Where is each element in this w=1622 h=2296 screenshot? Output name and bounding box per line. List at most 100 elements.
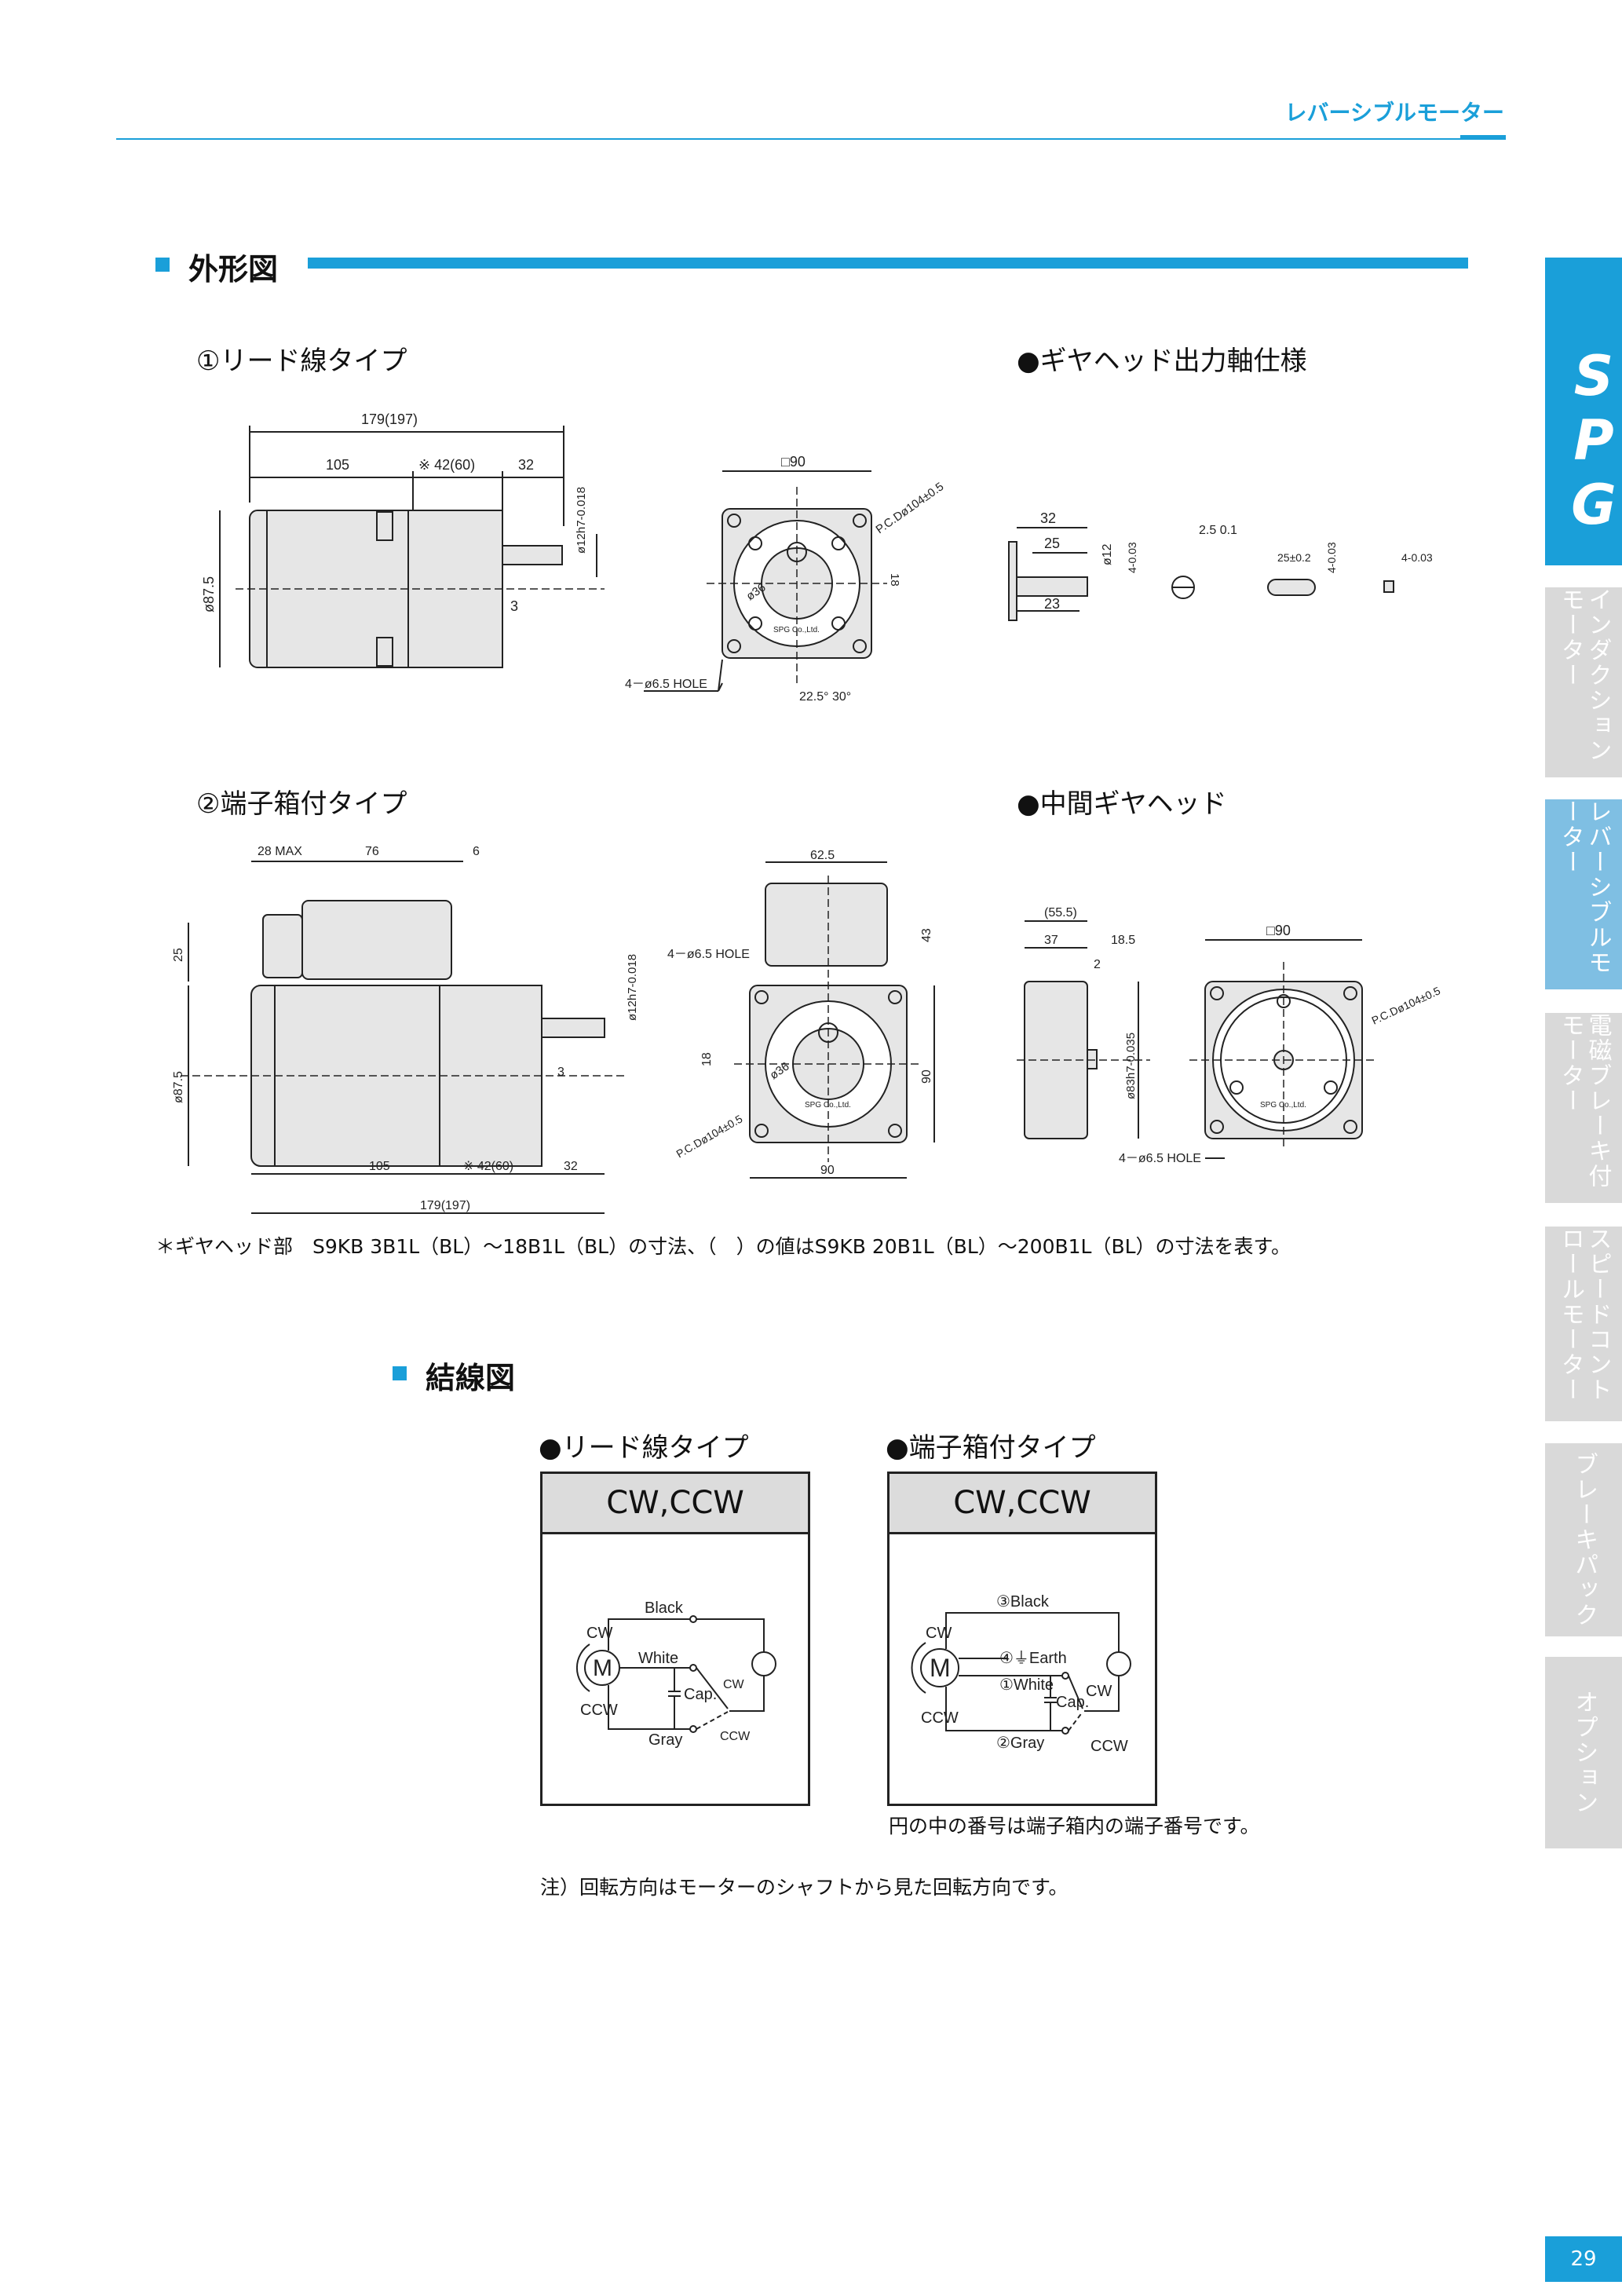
header-accent	[1460, 135, 1506, 140]
wiring-terminal-box-title: CW,CCW	[890, 1474, 1155, 1534]
middle-gear-label: ●中間ギヤヘッド	[1017, 788, 1227, 820]
lead-type-front-drawing: □90 P.C.Dø104±0.5 ø36 18 4－ø6.5 HOLE 22.…	[625, 455, 947, 704]
wiring-lead-box: CW,CCW Black White Gray CW CCW Cap. CW C…	[540, 1472, 810, 1806]
dim-tf-90v: 90	[920, 1069, 933, 1084]
dim-shaft-25: 25	[1044, 536, 1060, 551]
dim-lead-105: 105	[326, 457, 349, 473]
dim-mg-hole: 4－ø6.5 HOLE	[1119, 1152, 1201, 1165]
dim-tf-18: 18	[700, 1052, 714, 1066]
section-marker	[155, 258, 170, 272]
wiring-lead-cw: CW	[586, 1625, 612, 1642]
dim-tf-90h: 90	[820, 1164, 835, 1177]
wiring-lead-diagram: Black White Gray CW CCW Cap. CW CCW M	[575, 1600, 776, 1749]
terminal-type-label: ②端子箱付タイプ	[196, 788, 407, 820]
dim-mg-555: (55.5)	[1044, 906, 1077, 919]
dim-key-25: 25±0.2	[1277, 551, 1311, 564]
side-tab-induction[interactable]: インダクションモーター	[1545, 587, 1622, 777]
dim-lead-dia: ø87.5	[201, 576, 217, 612]
middle-gear-drawing: (55.5) 37 18.5 2 ø83h7-0.035 □90 P.C.Dø1…	[1017, 906, 1443, 1165]
dim-term-76: 76	[365, 845, 379, 858]
dim-tf-pcd: P.C.Dø104±0.5	[674, 1112, 745, 1160]
dim-term-3: 3	[557, 1066, 564, 1079]
wiring-lead-gray: Gray	[648, 1731, 682, 1749]
wiring-lead-ccw: CCW	[580, 1702, 618, 1719]
dim-key-4: 4-0.03	[1325, 542, 1338, 573]
dim-mg-2: 2	[1094, 958, 1101, 971]
dim-shaft-23: 23	[1044, 596, 1060, 612]
dim-front-18: 18	[888, 573, 901, 587]
wiring-term-white: ①White	[999, 1676, 1054, 1694]
wiring-terminal-label: ●端子箱付タイプ	[886, 1432, 1096, 1464]
dim-term-6: 6	[473, 845, 480, 858]
dim-term-25: 25	[172, 948, 185, 962]
dim-lead-32: 32	[518, 457, 534, 473]
dim-tf-43: 43	[920, 928, 933, 942]
dim-front-pcd: P.C.Dø104±0.5	[874, 480, 947, 536]
wiring-lead-motor: M	[593, 1655, 612, 1681]
dim-lead-shaft: ø12h7-0.018	[575, 487, 588, 554]
dim-shaft-32: 32	[1040, 510, 1056, 526]
dim-mg-83: ø83h7-0.035	[1124, 1033, 1138, 1099]
header-rule	[116, 138, 1506, 140]
page-number: 29	[1545, 2236, 1622, 2282]
mg-maker: SPG Co.,Ltd.	[1260, 1101, 1306, 1110]
dim-term-shaft: ø12h7-0.018	[626, 954, 639, 1021]
dim-lead-42: ※ 42(60)	[418, 457, 475, 473]
side-tab-brake-pack[interactable]: ブレーキパック	[1545, 1443, 1622, 1636]
tf-maker: SPG Co.,Ltd.	[805, 1101, 851, 1110]
wiring-lead-box-title: CW,CCW	[542, 1474, 808, 1534]
dim-shaft-4: 4-0.03	[1126, 542, 1138, 573]
lead-type-label: ①リード線タイプ	[196, 345, 407, 377]
dim-front-sq: □90	[781, 455, 806, 470]
dim-shaft-25b: 2.5 0.1	[1199, 524, 1237, 537]
dim-mg-37: 37	[1044, 934, 1058, 947]
section-title-outline: 外形図	[188, 252, 279, 287]
dim-tf-hole: 4－ø6.5 HOLE	[667, 948, 750, 961]
terminal-type-side-drawing: 28 MAX 76 6 25 ø87.5 ø12h7-0.018 3 105 ※…	[172, 845, 639, 1214]
wiring-term-cap: Cap.	[1056, 1694, 1089, 1711]
lead-type-side-drawing: 179(197) 105 ※ 42(60) 32 ø12h7-0.018 ø87…	[201, 411, 605, 668]
wiring-lead-cw2: CW	[723, 1678, 745, 1691]
dim-term-dia: ø87.5	[172, 1071, 185, 1103]
wiring-lead-black: Black	[645, 1600, 684, 1617]
wiring-term-gray: ②Gray	[996, 1735, 1044, 1752]
wiring-terminal-diagram: ③Black ④⏚Earth ①White ②Gray CW CCW Cap. …	[911, 1593, 1131, 1755]
wiring-term-ccw: CCW	[921, 1709, 959, 1727]
dim-front-angle: 22.5° 30°	[799, 690, 851, 704]
gear-shaft-spec-drawing: 32 25 23 ø12 4-0.03 2.5 0.1 25±0.2 4-0.0…	[1008, 510, 1433, 621]
side-tab-speed-control[interactable]: スピードコントロールモーター	[1545, 1227, 1622, 1421]
wiring-term-motor: M	[930, 1654, 951, 1682]
gear-spec-label: ●ギヤヘッド出力軸仕様	[1017, 345, 1307, 377]
header-title: レバーシブルモーター	[1284, 100, 1504, 126]
dim-term-42: ※ 42(60)	[463, 1160, 513, 1173]
dim-mg-185: 18.5	[1111, 934, 1135, 947]
terminal-note: 円の中の番号は端子箱内の端子番号です。	[889, 1815, 1260, 1837]
side-tab-brake[interactable]: 電磁ブレーキ付モーター	[1545, 1013, 1622, 1203]
front-maker: SPG Co.,Ltd.	[773, 626, 820, 634]
dim-tf-625: 62.5	[810, 849, 835, 862]
section-title-wiring: 結線図	[426, 1361, 516, 1395]
side-tab-logo[interactable]: SPG	[1545, 258, 1622, 565]
side-tab-reversible[interactable]: レバーシブルモーター	[1545, 799, 1622, 989]
dim-lead-3: 3	[510, 598, 518, 614]
dim-term-32: 32	[564, 1160, 578, 1173]
dim-term-105: 105	[369, 1160, 390, 1173]
dim-key-4b: 4-0.03	[1401, 551, 1433, 564]
wiring-lead-white: White	[638, 1650, 678, 1667]
section-bar	[308, 258, 1468, 269]
wiring-term-earth: ④⏚Earth	[999, 1650, 1067, 1667]
wiring-lead-cap: Cap.	[684, 1686, 717, 1703]
wiring-term-ccw2: CCW	[1090, 1738, 1128, 1755]
footnote: ＊ギヤヘッド部 S9KB 3B1L（BL）～18B1L（BL）の寸法、（ ）の値…	[155, 1235, 1291, 1258]
wiring-term-cw: CW	[926, 1625, 952, 1642]
side-tab-option[interactable]: オプション	[1545, 1657, 1622, 1848]
dim-mg-pcd: P.C.Dø104±0.5	[1370, 984, 1443, 1027]
dim-shaft-12: ø12	[1101, 543, 1114, 565]
dim-mg-sq: □90	[1266, 923, 1291, 938]
wiring-term-cw2: CW	[1086, 1683, 1112, 1700]
rotation-note: 注）回転方向はモーターのシャフトから見た回転方向です。	[540, 1876, 1069, 1899]
wiring-term-black: ③Black	[996, 1593, 1050, 1610]
dim-term-total: 179(197)	[420, 1199, 470, 1212]
wiring-lead-label: ●リード線タイプ	[539, 1432, 749, 1464]
dim-term-28: 28 MAX	[258, 845, 302, 858]
